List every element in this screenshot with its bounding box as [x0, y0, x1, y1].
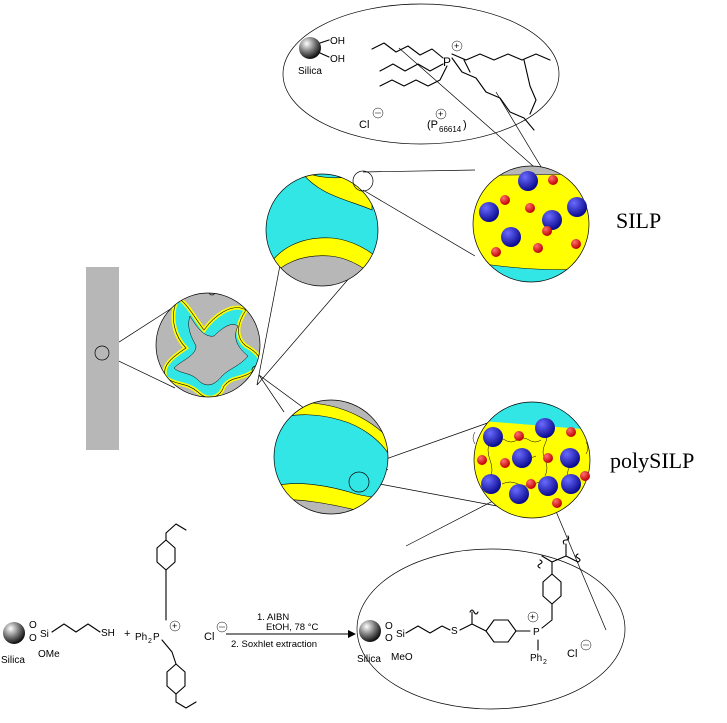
condition-soxhlet: 2. Soxhlet extraction: [231, 639, 317, 650]
particle-overview: [155, 292, 261, 398]
product-cl-label: Cl: [567, 648, 577, 660]
silp-label: SILP: [616, 208, 661, 233]
pore-marker: [94, 345, 110, 361]
svg-text:2: 2: [543, 659, 547, 666]
svg-text:): ): [463, 119, 467, 131]
silica-ball-top: [299, 37, 321, 59]
condition-solvent-temp: EtOH, 78 °C: [266, 622, 319, 633]
product-callout: Silica O O Si MeO S P + Ph 2 Cl: [356, 535, 626, 710]
silica-ball-product: [359, 620, 381, 642]
product-ph2-label: Ph: [530, 653, 542, 664]
svg-text:(P: (P: [427, 119, 438, 131]
product-si-label: Si: [396, 629, 405, 640]
vinylbenzene-ring-top: [156, 539, 176, 571]
product-p-label: P: [533, 627, 540, 638]
benzene-ring-2: [542, 573, 562, 605]
minus-charge-icon: [372, 107, 384, 119]
oh-label-2: OH: [330, 54, 345, 65]
polysilp-zoom: [472, 401, 591, 519]
plus-sign: +: [124, 628, 130, 640]
svg-text:P: P: [153, 632, 160, 643]
svg-text:O: O: [385, 633, 393, 644]
product-s-label: S: [451, 626, 458, 637]
svg-text:+: +: [530, 612, 535, 622]
svg-text:O: O: [29, 633, 37, 644]
polysilp-label: polySILP: [610, 448, 694, 473]
chloride-label-reactant: Cl: [204, 631, 214, 643]
sh-label: SH: [101, 628, 115, 639]
p66614-cation: [371, 42, 551, 131]
pore-zoom-polysilp: [273, 399, 389, 515]
silica-label-top: Silica: [298, 66, 322, 77]
reaction-arrow: [226, 630, 356, 638]
polysilp-ions: [477, 418, 590, 508]
svg-text:+: +: [172, 621, 177, 631]
oh-label-1: OH: [330, 36, 345, 47]
p66614-name: (P 66614 ) +: [427, 108, 467, 134]
svg-text:2: 2: [148, 638, 152, 645]
silp-ions: [479, 171, 587, 257]
svg-text:+: +: [454, 41, 459, 51]
ome-label: OMe: [38, 649, 60, 660]
svg-text:+: +: [438, 109, 443, 119]
reactant-thiol-silica: Silica O O Si OMe SH: [1, 620, 115, 666]
svg-text:O: O: [29, 620, 37, 631]
reactant-phosphonium: Ph 2 P + Cl: [135, 523, 228, 709]
phosphorus-label: P: [443, 55, 451, 69]
silica-label-product: Silica: [357, 654, 381, 665]
condition-aibn: 1. AIBN: [257, 612, 289, 623]
product-meo-label: MeO: [391, 652, 413, 663]
silica-label-reactant: Silica: [1, 655, 25, 666]
benzene-ring-1: [485, 619, 517, 643]
support-plate: [86, 267, 119, 450]
top-molecule-callout: OH OH Silica P + Cl (P 66614 ) +: [282, 3, 560, 145]
pore-zoom-silp: [265, 170, 379, 287]
chloride-label-top: Cl: [359, 119, 369, 131]
svg-text:O: O: [385, 621, 393, 632]
si-label: Si: [40, 629, 49, 640]
silp-zoom: [472, 165, 590, 283]
ph2p-label: Ph: [135, 632, 147, 643]
plus-charge-icon: [451, 40, 463, 52]
vinylbenzene-ring-bottom: [166, 663, 186, 695]
svg-text:66614: 66614: [439, 125, 462, 134]
